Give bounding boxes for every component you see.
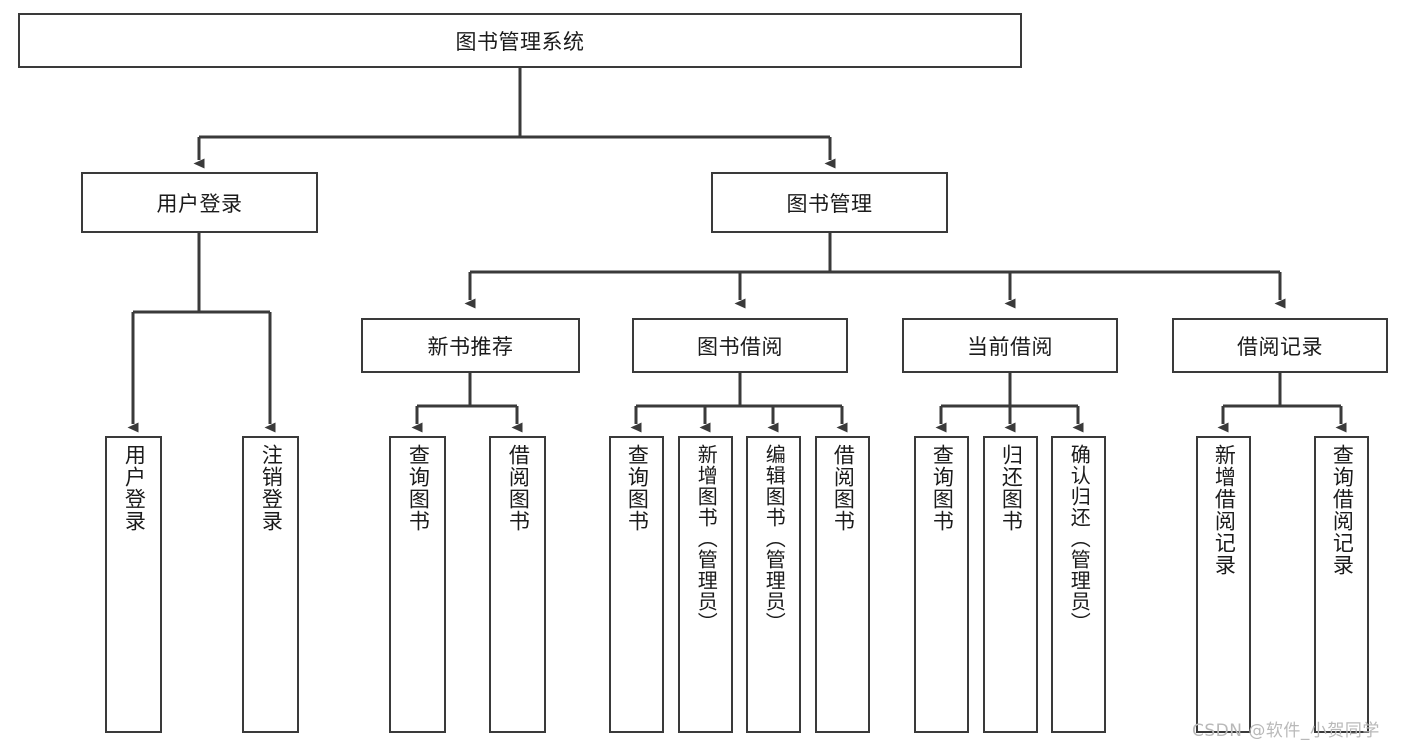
leaf-borrow-book-2-label: 借阅图书 [831,444,856,532]
node-book-borrow[interactable]: 图书借阅 [632,318,848,373]
leaf-add-record[interactable]: 新增借阅记录 [1196,436,1251,733]
node-current-borrow[interactable]: 当前借阅 [902,318,1118,373]
leaf-query-book-3-label: 查询图书 [930,444,955,532]
leaf-edit-book[interactable]: 编辑图书（管理员） [746,436,801,733]
leaf-return-book-label: 归还图书 [999,444,1024,532]
node-user-login[interactable]: 用户登录 [81,172,318,233]
leaf-borrow-book-2[interactable]: 借阅图书 [815,436,870,733]
node-borrow-record-label: 借阅记录 [1237,334,1323,359]
leaf-user-logout-label: 注销登录 [259,444,284,532]
leaf-user-login[interactable]: 用户登录 [105,436,162,733]
node-root[interactable]: 图书管理系统 [18,13,1022,68]
leaf-query-book-1[interactable]: 查询图书 [389,436,446,733]
leaf-query-record-label: 查询借阅记录 [1330,444,1355,576]
leaf-user-login-label: 用户登录 [122,444,147,532]
leaf-add-book-label: 新增图书（管理员） [694,444,719,633]
leaf-query-book-3[interactable]: 查询图书 [914,436,969,733]
node-new-book-recommend[interactable]: 新书推荐 [361,318,580,373]
leaf-add-book[interactable]: 新增图书（管理员） [678,436,733,733]
node-borrow-record[interactable]: 借阅记录 [1172,318,1388,373]
node-user-login-label: 用户登录 [156,191,243,216]
leaf-add-record-label: 新增借阅记录 [1212,444,1237,576]
node-book-borrow-label: 图书借阅 [697,334,783,359]
node-book-management[interactable]: 图书管理 [711,172,948,233]
leaf-return-book[interactable]: 归还图书 [983,436,1038,733]
leaf-user-logout[interactable]: 注销登录 [242,436,299,733]
leaf-borrow-book-1-label: 借阅图书 [506,444,531,532]
leaf-confirm-return[interactable]: 确认归还（管理员） [1051,436,1106,733]
leaf-query-book-2[interactable]: 查询图书 [609,436,664,733]
leaf-query-book-1-label: 查询图书 [406,444,431,532]
node-root-label: 图书管理系统 [455,29,585,54]
watermark: CSDN @软件_小贺同学 [1192,721,1380,741]
node-new-book-recommend-label: 新书推荐 [427,334,514,359]
leaf-confirm-return-label: 确认归还（管理员） [1067,444,1092,633]
leaf-query-book-2-label: 查询图书 [625,444,650,532]
node-book-management-label: 图书管理 [786,191,873,216]
leaf-borrow-book-1[interactable]: 借阅图书 [489,436,546,733]
leaf-edit-book-label: 编辑图书（管理员） [762,444,787,633]
node-current-borrow-label: 当前借阅 [967,334,1053,359]
leaf-query-record[interactable]: 查询借阅记录 [1314,436,1369,733]
